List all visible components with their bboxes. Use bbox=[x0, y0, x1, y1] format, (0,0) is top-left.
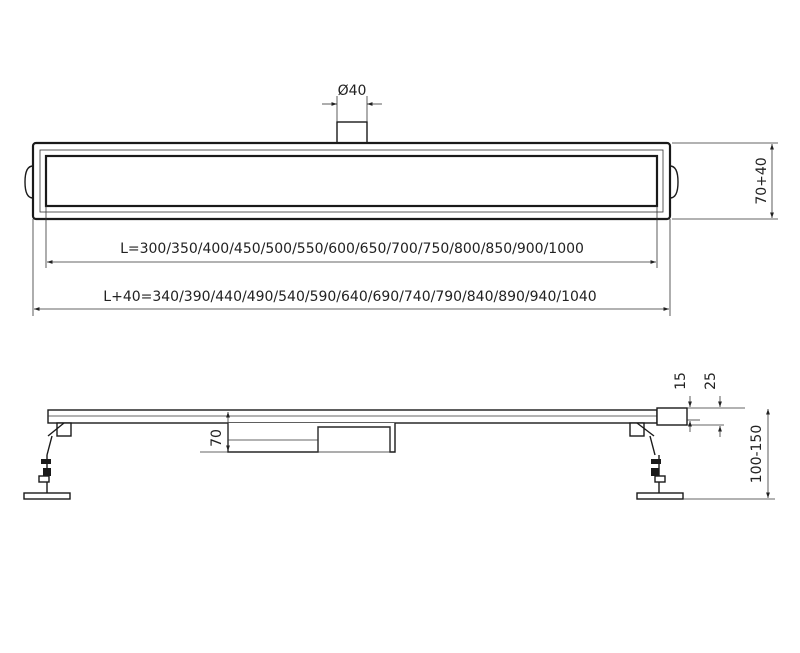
right-end-cap bbox=[669, 165, 679, 199]
side-view: 70 15 bbox=[23, 372, 775, 500]
body-height-label: 70 bbox=[209, 429, 225, 447]
outlet-diameter-label: Ø40 bbox=[338, 83, 367, 99]
left-leg bbox=[23, 422, 72, 500]
length-outer-label: L+40=340/390/440/490/540/590/640/690/740… bbox=[103, 289, 596, 305]
side-outlet-pipe bbox=[317, 426, 391, 453]
height-top-label: 70+40 bbox=[754, 157, 770, 204]
channel-outer-frame bbox=[31, 141, 672, 221]
leg-height-label: 100-150 bbox=[749, 425, 765, 484]
side-flange-end bbox=[656, 407, 688, 426]
channel-inner-frame bbox=[39, 149, 664, 213]
length-inner-label: L=300/350/400/450/500/550/600/650/700/75… bbox=[120, 241, 584, 257]
left-end-cap bbox=[24, 165, 34, 199]
grate bbox=[44, 154, 659, 208]
grate-25-label: 25 bbox=[703, 372, 719, 390]
top-view: Ø40 70+40 L=300/350/400/450/500/550/600/… bbox=[24, 83, 778, 316]
right-leg bbox=[629, 422, 684, 500]
grate-15-label: 15 bbox=[673, 372, 689, 390]
outlet-pipe bbox=[336, 121, 368, 145]
left-leg-foot bbox=[23, 492, 71, 500]
right-leg-foot bbox=[636, 492, 684, 500]
side-flange bbox=[47, 409, 658, 424]
